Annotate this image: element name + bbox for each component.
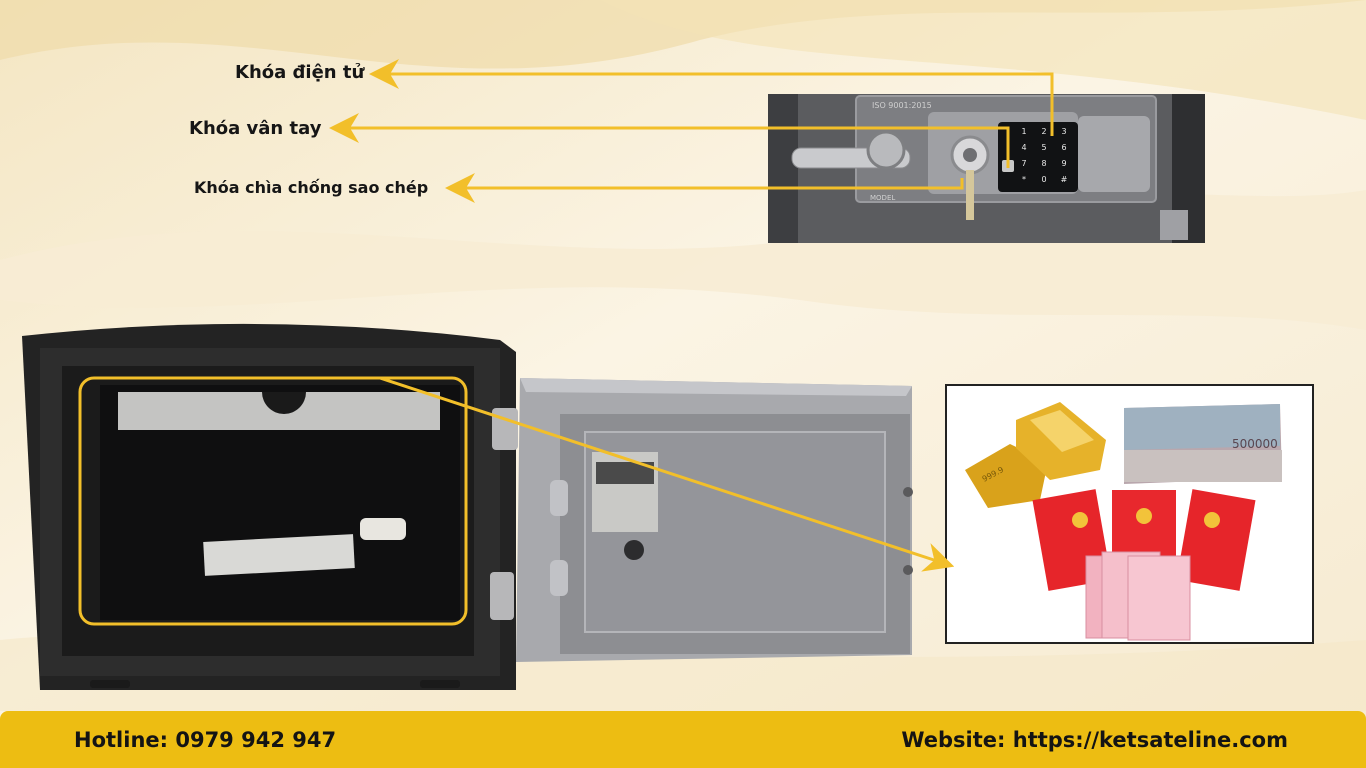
hotline-text: Hotline: 0979 942 947: [74, 728, 337, 752]
anti-copy-key-lock-label: Khóa chìa chống sao chép: [194, 178, 429, 197]
electronic-lock-label: Khóa điện tử: [235, 62, 365, 83]
fingerprint-lock-label: Khóa vân tay: [189, 118, 322, 139]
footer-bar: Hotline: 0979 942 947 Website: https://k…: [0, 711, 1366, 768]
website-link[interactable]: Website: https://ketsateline.com: [901, 728, 1288, 752]
